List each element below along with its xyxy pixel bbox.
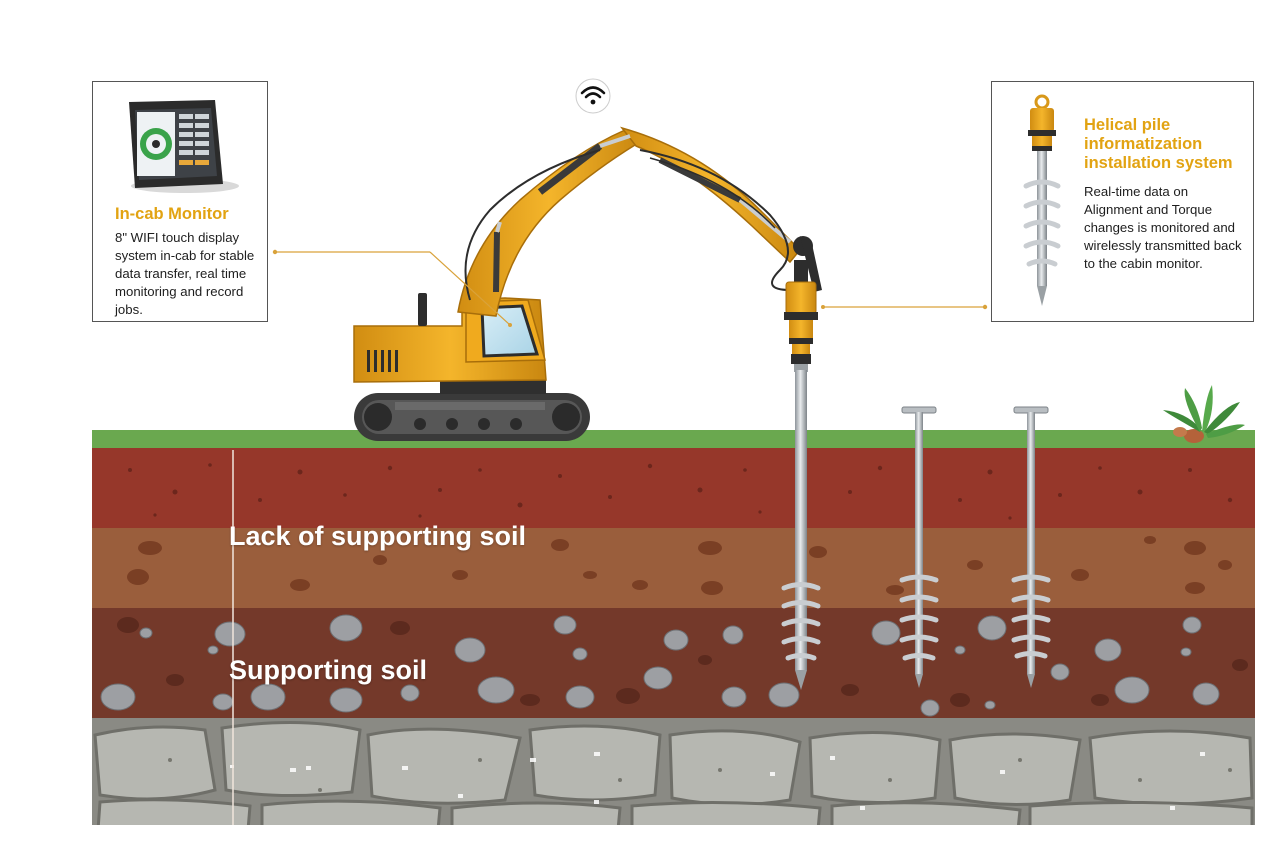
monitor-title: In-cab Monitor bbox=[115, 205, 229, 223]
in-cab-monitor-callout: In-cab Monitor 8" WIFI touch display sys… bbox=[92, 81, 268, 322]
installed-pile-1 bbox=[899, 406, 939, 688]
excavator bbox=[353, 126, 822, 441]
excavator-stick bbox=[620, 126, 802, 264]
topsoil-layer bbox=[92, 448, 1255, 528]
ground-cross-section bbox=[92, 430, 1255, 825]
lack-of-supporting-soil-label: Lack of supporting soil bbox=[229, 521, 527, 551]
pile-being-installed bbox=[781, 364, 821, 690]
drive-head bbox=[784, 281, 818, 364]
leader-lines bbox=[272, 249, 988, 327]
helical-pile-icon bbox=[1023, 94, 1061, 306]
wifi-icon bbox=[575, 78, 611, 114]
pile-system-title: Helical pile informatization installatio… bbox=[1084, 116, 1233, 172]
monitor-tablet-icon bbox=[129, 100, 239, 193]
engine-grille bbox=[367, 350, 398, 372]
excavator-boom bbox=[457, 129, 642, 317]
installed-pile-2 bbox=[1011, 406, 1051, 688]
cab-window bbox=[480, 304, 540, 358]
supporting-soil-label: Supporting soil bbox=[229, 655, 427, 685]
pile-system-description: Real-time data on Alignment and Torque c… bbox=[1084, 184, 1242, 271]
plant-icon bbox=[1163, 385, 1245, 443]
excavator-tracks bbox=[354, 393, 590, 441]
monitor-description: 8" WIFI touch display system in-cab for … bbox=[115, 230, 255, 317]
grass-layer bbox=[92, 430, 1255, 448]
helical-pile-callout: Helical pile informatization installatio… bbox=[991, 81, 1254, 322]
middle-soil-layer bbox=[92, 528, 1255, 608]
